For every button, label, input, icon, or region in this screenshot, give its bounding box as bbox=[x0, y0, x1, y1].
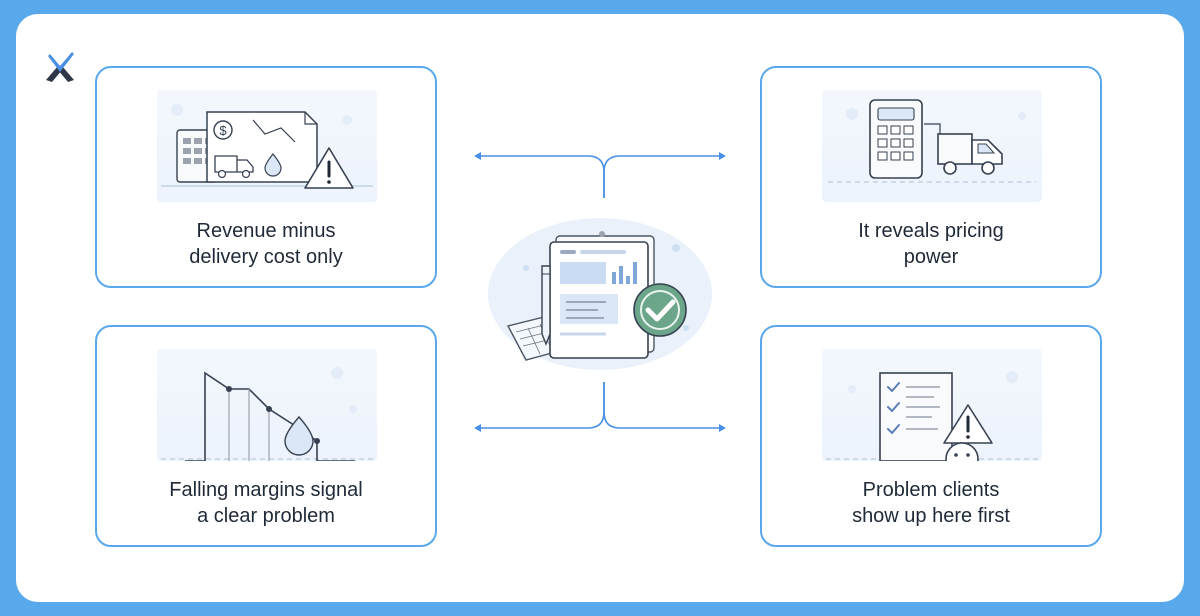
label-line-2: a clear problem bbox=[197, 505, 335, 527]
label-line-2: delivery cost only bbox=[189, 246, 343, 268]
card-falling-margins: Falling margins signal a clear problem bbox=[95, 325, 437, 547]
card-reveals-pricing-power: It reveals pricing power bbox=[760, 66, 1102, 288]
card-label: Revenue minus delivery cost only bbox=[97, 218, 435, 270]
declining-chart-drop-icon bbox=[157, 349, 377, 461]
checklist-warning-sad-icon bbox=[822, 349, 1042, 461]
label-line-2: show up here first bbox=[852, 505, 1010, 527]
label-line-1: It reveals pricing bbox=[858, 220, 1004, 242]
label-line-1: Falling margins signal bbox=[169, 479, 363, 501]
calculator-truck-icon bbox=[822, 90, 1042, 202]
card-label: Problem clients show up here first bbox=[762, 477, 1100, 529]
label-line-1: Problem clients bbox=[862, 479, 1000, 501]
label-line-1: Revenue minus bbox=[196, 220, 336, 242]
invoice-truck-warning-icon: $ bbox=[157, 90, 377, 202]
card-label: It reveals pricing power bbox=[762, 218, 1100, 270]
report-document-checkmark-icon bbox=[488, 218, 712, 370]
label-line-2: power bbox=[903, 246, 959, 268]
arrow-head-left-bottom bbox=[474, 424, 481, 432]
arrow-head-left-top bbox=[474, 152, 481, 160]
x-logo-icon bbox=[46, 52, 74, 82]
card-problem-clients: Problem clients show up here first bbox=[760, 325, 1102, 547]
card-label: Falling margins signal a clear problem bbox=[97, 477, 435, 529]
arrow-head-right-bottom bbox=[719, 424, 726, 432]
card-revenue-minus-delivery: $ Revenue minus delivery cost only bbox=[95, 66, 437, 288]
svg-text:$: $ bbox=[219, 123, 227, 138]
arrow-head-right-top bbox=[719, 152, 726, 160]
